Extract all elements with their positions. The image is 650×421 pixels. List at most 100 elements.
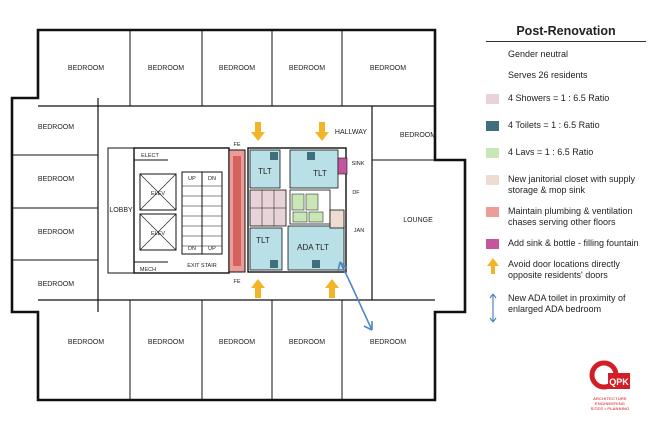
logo-line: ENGINEERING bbox=[594, 401, 626, 406]
tlt-label: TLT bbox=[256, 236, 270, 245]
bedroom-label: BEDROOM bbox=[148, 65, 184, 72]
bedroom-label: BEDROOM bbox=[148, 339, 184, 346]
toilets-swatch bbox=[486, 121, 499, 131]
arrow-down-icon bbox=[251, 122, 265, 141]
legend-item-label: Maintain plumbing & ventilation chases s… bbox=[508, 206, 633, 227]
elevator-1 bbox=[139, 173, 177, 211]
sink-swatch bbox=[486, 239, 499, 249]
toilet-fixture-2 bbox=[307, 152, 315, 160]
legend-item-label: Add sink & bottle - filling fountain bbox=[508, 238, 639, 248]
legend-item-door-arrows: Avoid door locations directly opposite r… bbox=[486, 258, 646, 281]
jan-label: JAN bbox=[354, 228, 364, 234]
elevator-2-cross bbox=[139, 213, 177, 251]
elevator-label: ELEV bbox=[151, 191, 165, 197]
lav-1 bbox=[291, 193, 305, 211]
tlt-label: TLT bbox=[258, 167, 272, 176]
door-arrows bbox=[251, 122, 339, 298]
legend-item-label: 4 Lavs = 1 : 6.5 Ratio bbox=[508, 147, 594, 157]
janitorial-swatch bbox=[486, 175, 499, 185]
bedroom-label: BEDROOM bbox=[289, 65, 325, 72]
stair-up-label: UP bbox=[188, 176, 196, 182]
legend-gender: Gender neutral bbox=[508, 49, 569, 59]
ada-tlt-label: ADA TLT bbox=[297, 243, 329, 252]
legend-residents: Serves 26 residents bbox=[508, 70, 588, 80]
legend-title: Post-Renovation bbox=[486, 24, 646, 42]
logo-sub: DESIGN bbox=[612, 389, 626, 393]
shower-partitions bbox=[250, 190, 286, 226]
arrow-up-icon bbox=[325, 279, 339, 298]
exit-stair-label: EXIT STAIR bbox=[187, 263, 216, 269]
bedroom-label: BEDROOM bbox=[38, 176, 74, 183]
fixture-zones bbox=[228, 149, 348, 273]
bedroom-label: BEDROOM bbox=[289, 339, 325, 346]
bedroom-label: BEDROOM bbox=[38, 124, 74, 131]
bedroom-label: BEDROOM bbox=[370, 339, 406, 346]
bedroom-label: BEDROOM bbox=[38, 281, 74, 288]
bedroom-label: BEDROOM bbox=[370, 65, 406, 72]
fe-label: FE bbox=[233, 142, 240, 148]
arrow-up-icon bbox=[487, 258, 499, 274]
bedroom-label: BEDROOM bbox=[68, 65, 104, 72]
lav-3 bbox=[292, 211, 308, 223]
ada-arrow-head-top bbox=[337, 261, 348, 272]
sink-label: SINK bbox=[352, 161, 365, 167]
legend-item-toilets: 4 Toilets = 1 : 6.5 Ratio bbox=[486, 120, 646, 131]
arrow-down-icon bbox=[315, 122, 329, 141]
toilet-fixture-4 bbox=[312, 260, 320, 268]
lav-2 bbox=[305, 193, 319, 211]
arrow-up-icon bbox=[251, 279, 265, 298]
hallway-label: HALLWAY bbox=[335, 129, 367, 136]
logo-line: ARCHITECTURE bbox=[593, 396, 627, 401]
legend-item-ada: New ADA toilet in proximity of enlarged … bbox=[486, 293, 646, 323]
legend-item-sink: Add sink & bottle - filling fountain bbox=[486, 238, 646, 249]
double-arrow-icon bbox=[489, 293, 497, 323]
legend-item-showers: 4 Showers = 1 : 6.5 Ratio bbox=[486, 93, 646, 104]
legend-item-label: 4 Showers = 1 : 6.5 Ratio bbox=[508, 93, 610, 103]
ada-arrow-head-bottom bbox=[363, 321, 373, 331]
sink-fountain bbox=[337, 157, 348, 175]
legend-item-chases: Maintain plumbing & ventilation chases s… bbox=[486, 206, 646, 228]
elevator-1-cross bbox=[139, 173, 177, 211]
legend: Post-Renovation Gender neutral Serves 26… bbox=[486, 24, 646, 323]
stair-dn-label: DN bbox=[188, 246, 196, 252]
bedroom-label: BEDROOM bbox=[400, 132, 436, 139]
legend-item-lavs: 4 Lavs = 1 : 6.5 Ratio bbox=[486, 147, 646, 158]
bedroom-label: BEDROOM bbox=[38, 229, 74, 236]
logo-mark: QPK DESIGN bbox=[589, 360, 630, 393]
lav-4 bbox=[308, 211, 324, 223]
lobby-label: LOBBY bbox=[109, 207, 133, 214]
showers-swatch bbox=[486, 94, 499, 104]
fe-label: FE bbox=[233, 279, 240, 285]
mech-label: MECH bbox=[140, 267, 156, 273]
company-logo: QPK DESIGN ARCHITECTURE ENGINEERING SITE… bbox=[588, 359, 632, 411]
logo-line: SITES • PLANNING bbox=[590, 406, 630, 411]
lounge-label: LOUNGE bbox=[403, 217, 433, 224]
janitorial-closet bbox=[329, 209, 345, 229]
legend-item-label: New janitorial closet with supply storag… bbox=[508, 174, 636, 195]
lavs-swatch bbox=[486, 148, 499, 158]
legend-item-label: New ADA toilet in proximity of enlarged … bbox=[508, 293, 626, 314]
elect-label: ELECT bbox=[141, 153, 159, 159]
ada-arrow-line bbox=[339, 261, 373, 331]
toilet-fixture-1 bbox=[270, 152, 278, 160]
tlt-label: TLT bbox=[313, 169, 327, 178]
legend-item-janitorial: New janitorial closet with supply storag… bbox=[486, 174, 646, 196]
elevator-2 bbox=[139, 213, 177, 251]
bedroom-label: BEDROOM bbox=[219, 339, 255, 346]
stair-treads bbox=[182, 185, 222, 247]
ada-arrow bbox=[337, 261, 373, 331]
bedroom-label: BEDROOM bbox=[219, 65, 255, 72]
df-label: DF bbox=[352, 190, 360, 196]
stair-up-label: UP bbox=[208, 246, 216, 252]
restroom-block bbox=[247, 147, 347, 273]
legend-item-label: 4 Toilets = 1 : 6.5 Ratio bbox=[508, 120, 600, 130]
bedroom-label: BEDROOM bbox=[68, 339, 104, 346]
logo-text: QPK bbox=[609, 377, 629, 387]
elevator-label: ELEV bbox=[151, 231, 165, 237]
chase-inner bbox=[233, 156, 241, 266]
toilet-fixture-3 bbox=[270, 260, 278, 268]
stair-dn-label: DN bbox=[208, 176, 216, 182]
chases-swatch bbox=[486, 207, 499, 217]
legend-item-label: Avoid door locations directly opposite r… bbox=[508, 259, 620, 280]
